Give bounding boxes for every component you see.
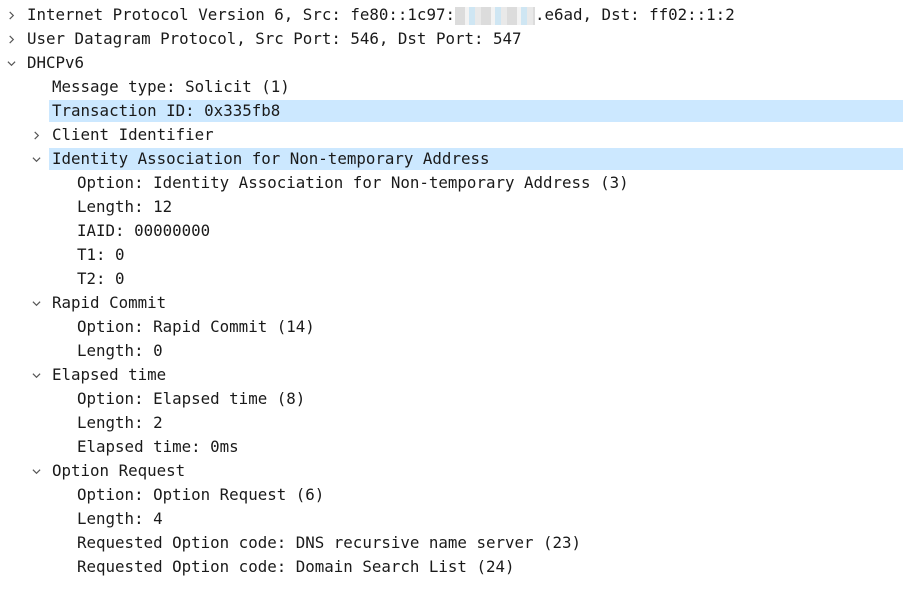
tree-row[interactable]: Length: 4 [0,507,903,531]
tree-row-text-suffix: .e6ad, Dst: ff02::1:2 [534,5,735,24]
tree-row-text: IAID: 00000000 [77,221,211,240]
tree-row-label: Length: 2 [77,411,163,435]
tree-row-label: Message type: Solicit (1) [52,75,290,99]
tree-row[interactable]: Option: Option Request (6) [0,483,903,507]
tree-row-text: Identity Association for Non-temporary A… [52,149,490,168]
tree-row[interactable]: IAID: 00000000 [0,219,903,243]
tree-row[interactable]: DHCPv6 [0,51,903,75]
tree-row-text: Option: Elapsed time (8) [77,389,306,408]
tree-row-label: T1: 0 [77,243,125,267]
tree-row-label: Option: Rapid Commit (14) [77,315,315,339]
tree-row-label: Rapid Commit [52,291,166,315]
tree-row[interactable]: Requested Option code: DNS recursive nam… [0,531,903,555]
tree-row[interactable]: Identity Association for Non-temporary A… [0,147,903,171]
tree-row[interactable]: Client Identifier [0,123,903,147]
tree-row[interactable]: Internet Protocol Version 6, Src: fe80::… [0,3,903,27]
tree-row[interactable]: User Datagram Protocol, Src Port: 546, D… [0,27,903,51]
chevron-right-icon[interactable] [3,27,19,51]
tree-row[interactable]: Option: Rapid Commit (14) [0,315,903,339]
tree-row-label: Elapsed time [52,363,166,387]
tree-row-label: Elapsed time: 0ms [77,435,239,459]
tree-row-text: Requested Option code: Domain Search Lis… [77,557,515,576]
tree-row-text: Client Identifier [52,125,214,144]
tree-row-label: DHCPv6 [27,51,84,75]
selection-highlight [49,148,903,170]
tree-row-text: Option: Option Request (6) [77,485,325,504]
tree-row-label: IAID: 00000000 [77,219,210,243]
tree-row-label: Option Request [52,459,185,483]
chevron-down-icon[interactable] [28,363,44,387]
chevron-down-icon[interactable] [28,291,44,315]
tree-row-text: User Datagram Protocol, Src Port: 546, D… [27,29,522,48]
tree-row[interactable]: Requested Option code: Domain Search Lis… [0,555,903,579]
tree-row-text: Length: 2 [77,413,163,432]
tree-row-text: Internet Protocol Version 6, Src: fe80::… [27,5,455,24]
tree-row[interactable]: Length: 12 [0,195,903,219]
tree-row-label: Length: 0 [77,339,163,363]
tree-row-label: Option: Option Request (6) [77,483,324,507]
tree-row-text: Length: 0 [77,341,163,360]
tree-row[interactable]: Elapsed time: 0ms [0,435,903,459]
chevron-down-icon[interactable] [3,51,19,75]
tree-row[interactable]: Option Request [0,459,903,483]
tree-row[interactable]: T1: 0 [0,243,903,267]
packet-details-tree: Internet Protocol Version 6, Src: fe80::… [0,3,903,579]
tree-row[interactable]: Option: Identity Association for Non-tem… [0,171,903,195]
tree-row[interactable]: Length: 2 [0,411,903,435]
tree-row-text: Transaction ID: 0x335fb8 [52,101,281,120]
tree-row-text: T2: 0 [77,269,125,288]
tree-row-text: Elapsed time [52,365,167,384]
tree-row-label: Client Identifier [52,123,214,147]
tree-row[interactable]: Rapid Commit [0,291,903,315]
tree-row-label: Requested Option code: Domain Search Lis… [77,555,514,579]
selection-highlight [49,100,903,122]
chevron-right-icon[interactable] [3,3,19,27]
tree-row-label: Length: 4 [77,507,163,531]
tree-row-label: Length: 12 [77,195,172,219]
tree-row-text: Requested Option code: DNS recursive nam… [77,533,582,552]
tree-row[interactable]: Elapsed time [0,363,903,387]
chevron-down-icon[interactable] [28,459,44,483]
redacted-address-segment [454,6,535,25]
tree-row[interactable]: Message type: Solicit (1) [0,75,903,99]
chevron-right-icon[interactable] [28,123,44,147]
tree-row-text: Option: Rapid Commit (14) [77,317,315,336]
tree-row-label: Identity Association for Non-temporary A… [52,147,489,171]
chevron-down-icon[interactable] [28,147,44,171]
tree-row[interactable]: T2: 0 [0,267,903,291]
tree-row-label: Internet Protocol Version 6, Src: fe80::… [27,3,735,27]
tree-row[interactable]: Option: Elapsed time (8) [0,387,903,411]
tree-row-label: User Datagram Protocol, Src Port: 546, D… [27,27,522,51]
tree-row-label: Option: Identity Association for Non-tem… [77,171,629,195]
tree-row-label: Option: Elapsed time (8) [77,387,305,411]
tree-row-text: Elapsed time: 0ms [77,437,239,456]
tree-row[interactable]: Transaction ID: 0x335fb8 [0,99,903,123]
tree-row-text: T1: 0 [77,245,125,264]
tree-row-text: Length: 12 [77,197,173,216]
tree-row-text: DHCPv6 [27,53,85,72]
tree-row-text: Option: Identity Association for Non-tem… [77,173,629,192]
tree-row-text: Length: 4 [77,509,163,528]
tree-row[interactable]: Length: 0 [0,339,903,363]
tree-row-text: Rapid Commit [52,293,167,312]
tree-row-label: T2: 0 [77,267,125,291]
tree-row-text: Message type: Solicit (1) [52,77,290,96]
tree-row-label: Requested Option code: DNS recursive nam… [77,531,581,555]
tree-row-text: Option Request [52,461,186,480]
tree-row-label: Transaction ID: 0x335fb8 [52,99,280,123]
